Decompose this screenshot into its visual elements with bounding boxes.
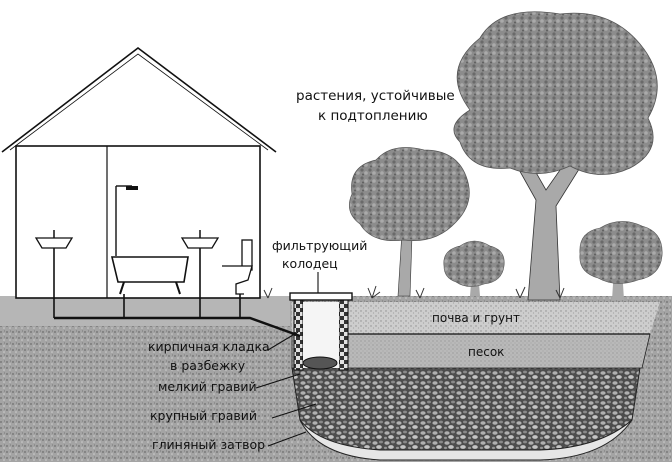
label-sand: песок xyxy=(468,345,504,359)
clay-seal-layer xyxy=(299,419,633,461)
label-clay-seal: глиняный затвор xyxy=(152,437,265,452)
small-tree-right-icon xyxy=(579,221,663,300)
label-soil: почва и грунт xyxy=(432,311,520,325)
label-brick-line2: в разбежку xyxy=(170,358,246,373)
well-lid xyxy=(289,292,353,301)
bathtub-icon xyxy=(110,256,189,295)
shrubs-icon xyxy=(263,285,565,299)
washbasin-left-icon xyxy=(34,230,74,298)
house-roof xyxy=(1,46,277,153)
label-well-line1: фильтрующий xyxy=(272,238,367,253)
well-gravel-bottom xyxy=(302,356,338,370)
house-roof-inner xyxy=(9,53,269,151)
drain-pipe xyxy=(54,316,301,338)
gravel-layer xyxy=(291,367,641,451)
shower-icon xyxy=(115,185,138,256)
label-plants-line1: растения, устойчивые xyxy=(296,88,455,104)
well-right-wall xyxy=(338,297,349,371)
label-well-line2: колодец xyxy=(282,256,338,271)
label-fine-gravel: мелкий гравий xyxy=(158,379,257,394)
label-coarse-gravel: крупный гравий xyxy=(150,408,257,423)
house-foundation-band xyxy=(0,296,290,326)
leader-lines xyxy=(255,272,319,447)
large-tree-icon xyxy=(453,11,658,301)
soil-layer xyxy=(292,302,660,334)
label-plants-line2: к подтоплению xyxy=(318,108,428,124)
small-tree-left-icon xyxy=(443,240,505,296)
medium-tree-icon xyxy=(349,147,470,297)
washbasin-right-icon xyxy=(180,230,220,298)
label-brick-line1: кирпичная кладка xyxy=(148,339,270,354)
toilet-icon xyxy=(222,239,253,295)
